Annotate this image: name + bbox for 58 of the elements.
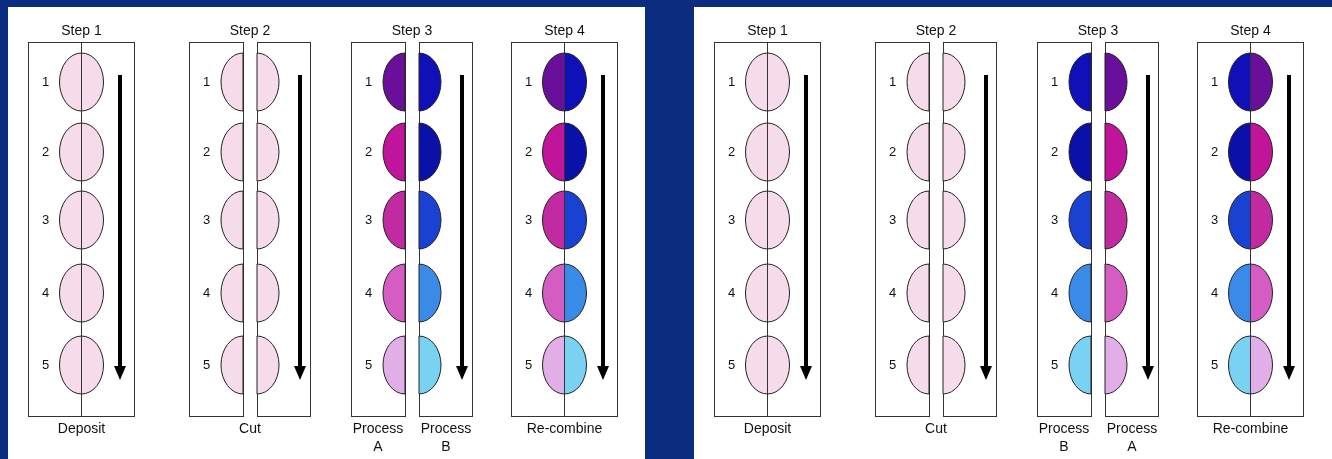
row-number: 5 <box>42 357 50 373</box>
row-number: 4 <box>365 285 373 301</box>
row-number: 3 <box>203 212 211 228</box>
step-title: Step 1 <box>61 21 102 39</box>
step-caption: Deposit <box>742 419 793 437</box>
step-title: Step 2 <box>229 21 271 39</box>
step-title: Step 2 <box>915 21 957 39</box>
row-number: 5 <box>728 357 736 373</box>
row-number: 3 <box>42 212 50 228</box>
row-number: 5 <box>203 357 211 373</box>
row-number: 2 <box>525 144 533 160</box>
step-caption: Process B <box>419 419 473 455</box>
row-number: 2 <box>728 144 736 160</box>
row-number: 4 <box>1051 285 1059 301</box>
step-caption: Cut <box>238 419 262 437</box>
row-number: 1 <box>1051 74 1059 90</box>
row-number: 4 <box>203 285 211 301</box>
step-caption: Process A <box>351 419 405 455</box>
row-number: 3 <box>1051 212 1059 228</box>
row-number: 4 <box>42 285 50 301</box>
row-number: 1 <box>728 74 736 90</box>
row-number: 5 <box>525 357 533 373</box>
row-number: 5 <box>365 357 373 373</box>
row-number: 2 <box>1211 144 1219 160</box>
step-title: Step 1 <box>747 21 788 39</box>
row-number: 3 <box>525 212 533 228</box>
row-number: 4 <box>889 285 897 301</box>
row-number: 2 <box>203 144 211 160</box>
row-number: 5 <box>889 357 897 373</box>
step-caption: Re-combine <box>1211 419 1290 437</box>
step-caption: Cut <box>924 419 948 437</box>
row-number: 3 <box>728 212 736 228</box>
row-number: 5 <box>1051 357 1059 373</box>
row-number: 3 <box>365 212 373 228</box>
step-title: Step 3 <box>1077 21 1119 39</box>
step-title: Step 3 <box>391 21 433 39</box>
row-number: 1 <box>525 74 533 90</box>
row-number: 2 <box>1051 144 1059 160</box>
row-number: 3 <box>889 212 897 228</box>
step-caption: Process B <box>1037 419 1091 455</box>
step-title: Step 4 <box>544 21 585 39</box>
step-caption: Process A <box>1105 419 1159 455</box>
row-number: 4 <box>728 285 736 301</box>
step-caption: Deposit <box>56 419 107 437</box>
row-number: 2 <box>889 144 897 160</box>
row-number: 2 <box>365 144 373 160</box>
step-caption: Re-combine <box>525 419 604 437</box>
row-number: 5 <box>1211 357 1219 373</box>
row-number: 3 <box>1211 212 1219 228</box>
row-number: 1 <box>889 74 897 90</box>
row-number: 1 <box>203 74 211 90</box>
row-number: 2 <box>42 144 50 160</box>
row-number: 4 <box>1211 285 1219 301</box>
step-title: Step 4 <box>1230 21 1271 39</box>
row-number: 1 <box>42 74 50 90</box>
row-number: 1 <box>365 74 373 90</box>
row-number: 1 <box>1211 74 1219 90</box>
row-number: 4 <box>525 285 533 301</box>
